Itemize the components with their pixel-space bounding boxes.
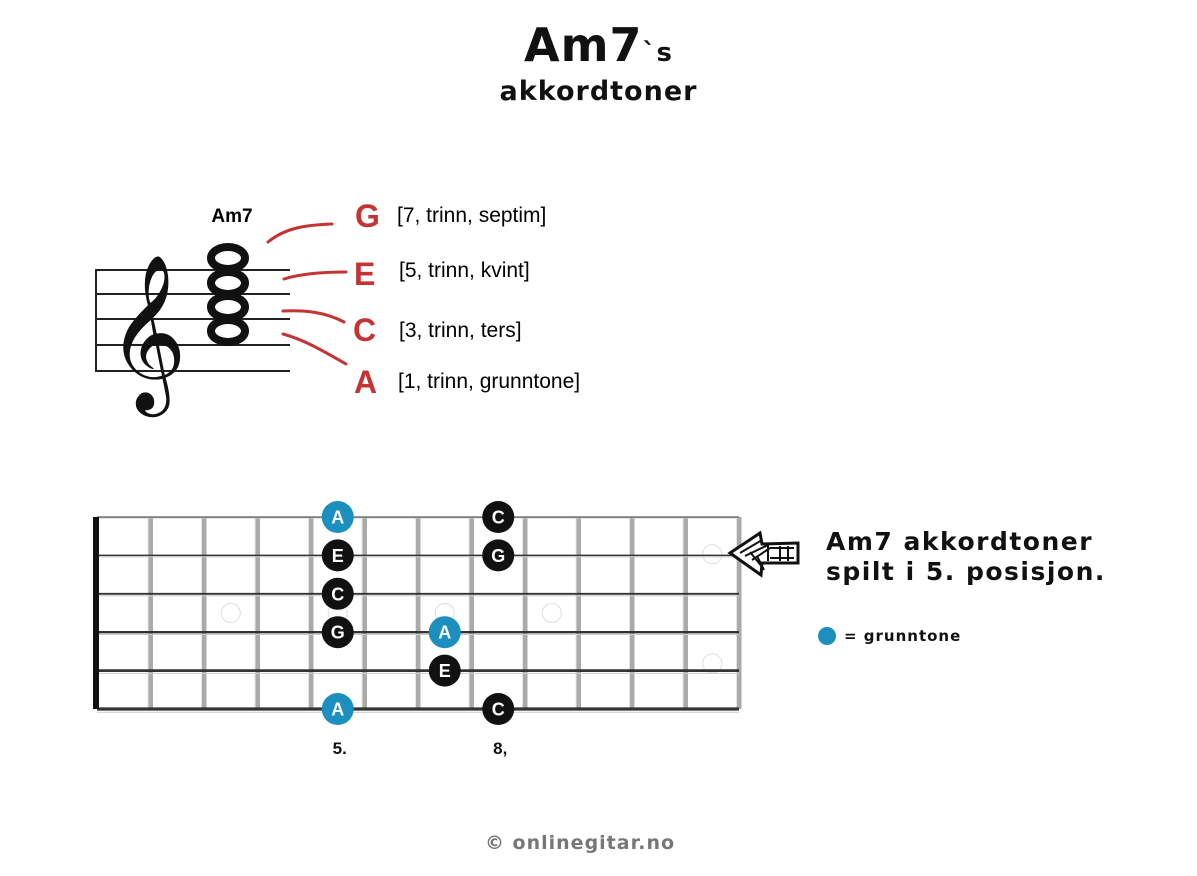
fret-wire xyxy=(255,517,260,709)
fret-wire xyxy=(148,517,153,709)
note-desc-g: [7, trinn, septim] xyxy=(397,204,546,227)
fret-wire xyxy=(629,517,635,709)
fret-wire xyxy=(362,517,367,709)
fret-inlay-double xyxy=(702,544,723,565)
note-dot-label: G xyxy=(491,546,505,566)
chord-note-dot xyxy=(321,616,354,649)
chord-note-dot xyxy=(482,501,515,533)
position-label: 8, xyxy=(493,739,507,758)
chord-note-dot xyxy=(482,539,515,572)
chord-note-dot xyxy=(321,539,354,572)
fret-wire xyxy=(415,517,421,709)
page-title: Am7`s xyxy=(0,18,1197,72)
annotation-text: Am7 akkordtoner spilt i 5. posisjon. xyxy=(826,527,1106,587)
fret-wire xyxy=(201,517,207,709)
legend-text: = grunntone xyxy=(844,627,962,645)
connector-a xyxy=(281,332,348,366)
chord-note-dot xyxy=(482,693,515,725)
note-dot-label: A xyxy=(331,700,344,720)
connector-c xyxy=(281,309,346,324)
note-dot-label: G xyxy=(331,623,345,643)
title-chord: Am7 xyxy=(523,18,643,72)
connector-e xyxy=(282,270,348,281)
notehead-c xyxy=(207,292,249,322)
annotation-line-2: spilt i 5. posisjon. xyxy=(826,557,1106,586)
fret-inlay xyxy=(541,603,562,623)
chord-note-dot xyxy=(321,577,354,610)
note-dot-label: C xyxy=(492,700,505,720)
note-dot-label: C xyxy=(492,508,505,528)
treble-clef-icon: 𝄞 xyxy=(107,253,187,417)
staff-chord-label: Am7 xyxy=(211,206,252,227)
note-desc-c: [3, trinn, ters] xyxy=(399,319,522,342)
note-desc-a: [1, trinn, grunntone] xyxy=(398,370,580,393)
root-note-dot xyxy=(321,693,354,725)
note-dot-label: E xyxy=(332,546,344,566)
page-subtitle: akkordtoner xyxy=(499,76,698,107)
note-letter-a: A xyxy=(354,364,377,400)
notehead-a xyxy=(207,316,249,346)
note-dot-label: A xyxy=(331,508,344,528)
root-note-dot xyxy=(321,501,354,533)
notehead-g xyxy=(207,243,249,273)
note-dot-label: A xyxy=(438,623,451,643)
fret-wire xyxy=(469,517,474,709)
fret-wire xyxy=(522,517,528,709)
fret-wire xyxy=(308,517,314,709)
chord-note-dot xyxy=(428,654,461,687)
connector-g xyxy=(266,222,334,244)
arrow-icon xyxy=(727,530,800,578)
note-letter-g: G xyxy=(355,198,380,234)
note-letter-c: C xyxy=(353,312,376,348)
note-dot-label: C xyxy=(331,584,344,604)
fret-inlay xyxy=(220,603,241,623)
annotation-line-1: Am7 akkordtoner xyxy=(826,527,1094,556)
note-letter-e: E xyxy=(354,256,375,292)
fret-wire xyxy=(736,517,742,709)
note-desc-e: [5, trinn, kvint] xyxy=(399,259,530,282)
nut xyxy=(93,517,99,709)
notehead-e xyxy=(207,268,249,298)
legend-root-dot xyxy=(818,627,836,645)
chord-noteheads xyxy=(207,243,249,346)
note-dot-label: E xyxy=(439,661,451,681)
position-label: 5. xyxy=(333,739,347,758)
music-staff xyxy=(95,269,290,372)
fret-wire xyxy=(576,517,581,709)
footer-credit: © onlinegitar.no xyxy=(484,832,676,854)
fret-wire xyxy=(683,517,688,709)
root-note-dot xyxy=(428,616,461,649)
legend: = grunntone xyxy=(818,627,961,645)
title-suffix: `s xyxy=(642,38,674,68)
connector-lines xyxy=(266,222,348,366)
